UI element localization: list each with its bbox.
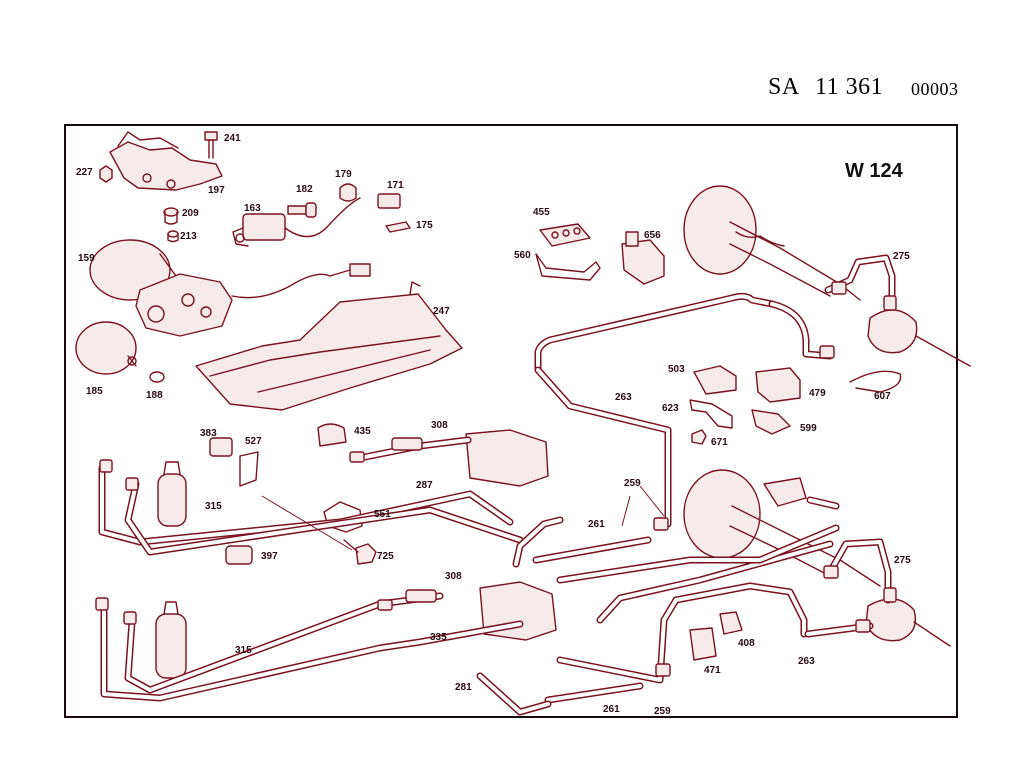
part-label: 551 [374,509,391,520]
part-label: 175 [416,220,433,231]
leader-line [639,485,665,517]
grommet-209 [163,207,179,225]
bolt-241 [204,131,218,159]
part-label: 185 [86,386,103,397]
sheet-suffix: 00003 [911,79,959,99]
screw-182 [287,202,317,218]
part-label: 275 [894,555,911,566]
leader-line [261,495,353,551]
valve-656 [621,231,665,285]
part-label: 241 [224,133,241,144]
clip-471 [689,627,717,661]
clip-599 [751,409,791,435]
part-label: 247 [433,306,450,317]
part-label: 188 [146,390,163,401]
part-label: 671 [711,437,728,448]
part-label: 383 [200,428,217,439]
part-label: 197 [208,185,225,196]
part-label: 607 [874,391,891,402]
part-label: 471 [704,665,721,676]
part-label: 397 [261,551,278,562]
cable-tie-607 [849,370,902,393]
part-label: 261 [588,519,605,530]
nut-227 [99,165,113,183]
sheet-code: SA [768,74,800,100]
bracket-hole [166,179,176,189]
bracket-197-edge [117,131,179,149]
part-label: 159 [78,253,95,264]
differential-upper [867,309,971,367]
part-label: 261 [603,704,620,715]
bracket-197 [109,141,223,191]
cover-panel-247 [195,281,463,411]
screw-671 [691,429,707,445]
bracket-527 [239,451,259,487]
part-label: 179 [335,169,352,180]
leader-line [621,495,631,527]
bracket-623 [689,399,733,429]
bracket-560 [535,253,601,281]
part-label: 308 [445,571,462,582]
part-label: 479 [809,388,826,399]
valve-block-upper [465,429,549,487]
pressure-accumulator-upper [157,461,187,527]
part-label: 315 [205,501,222,512]
clip-455 [539,223,591,247]
part-label: 171 [387,180,404,191]
diagram-frame [64,124,958,718]
part-label: 560 [514,250,531,261]
part-label: 163 [244,203,261,214]
clip-479 [755,367,801,403]
bolt-725 [343,539,377,565]
o-ring-188 [149,371,165,383]
part-label: 227 [76,167,93,178]
part-label: 455 [533,207,550,218]
connector-171 [377,193,401,209]
part-label: 287 [416,480,433,491]
part-label: 599 [800,423,817,434]
part-label: 259 [624,478,641,489]
part-label: 275 [893,251,910,262]
pressure-accumulator-lower [155,601,187,679]
part-label: 308 [431,420,448,431]
part-label: 725 [377,551,394,562]
part-label: 335 [430,632,447,643]
sheet-number: 11 361 [815,74,884,100]
part-label: 503 [668,364,685,375]
part-label: 527 [245,436,262,447]
line-fittings [95,281,897,677]
differential-lower [865,598,951,647]
part-label: 263 [615,392,632,403]
clip-435 [317,423,347,447]
cap-179 [339,183,357,202]
sensor-163 [232,197,361,247]
bushing-383 [209,437,233,457]
part-label: 209 [182,208,199,219]
accumulator-185 [75,321,137,375]
pin-175 [385,221,411,233]
part-label: 263 [798,656,815,667]
part-label: 259 [654,706,671,717]
part-label: 182 [296,184,313,195]
part-label: 315 [235,645,252,656]
bushing-397 [225,545,253,565]
brake-disc-rear-upper [683,185,861,301]
part-label: 656 [644,230,661,241]
model-label: W 124 [845,160,904,182]
part-label: 281 [455,682,472,693]
part-label: 435 [354,426,371,437]
pump-assembly [135,263,371,337]
clip-408 [719,611,743,635]
part-label: 213 [180,231,197,242]
clip-503 [693,365,737,395]
part-label: 408 [738,638,755,649]
bracket-hole [142,173,152,183]
spacer-213 [167,230,179,243]
part-label: 623 [662,403,679,414]
brake-disc-rear-lower [683,469,881,587]
